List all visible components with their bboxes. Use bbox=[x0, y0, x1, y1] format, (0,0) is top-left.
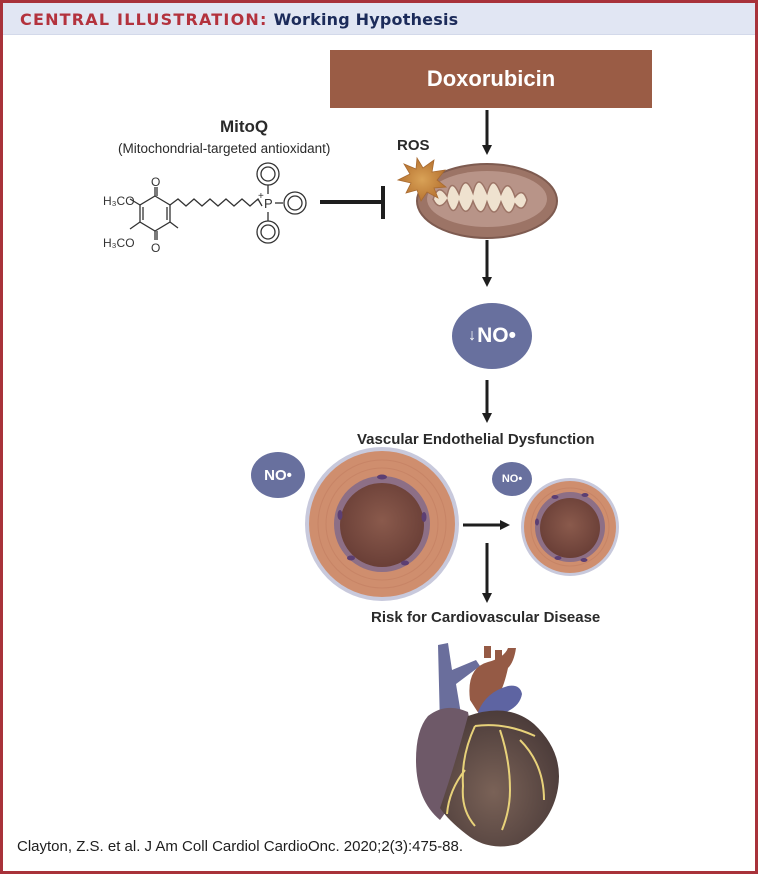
reduced-no-label: NO• bbox=[477, 324, 516, 347]
methoxy-top-label: H₃CO bbox=[103, 194, 135, 208]
down-arrow-icon: ↓ bbox=[468, 327, 477, 344]
illustration-title: Working Hypothesis bbox=[273, 10, 459, 29]
central-illustration-label: CENTRAL ILLUSTRATION: bbox=[20, 10, 268, 29]
mitoq-subtitle: (Mitochondrial-targeted antioxidant) bbox=[118, 141, 331, 156]
inhibition-bar-icon bbox=[320, 186, 385, 219]
methoxy-bottom-label: H₃CO bbox=[103, 236, 135, 250]
positive-charge-label: + bbox=[258, 191, 264, 202]
cvd-risk-label: Risk for Cardiovascular Disease bbox=[371, 609, 601, 626]
mitochondrion-icon bbox=[416, 163, 558, 239]
doxorubicin-label: Doxorubicin bbox=[426, 66, 556, 91]
oxygen-bottom-label: O bbox=[151, 241, 160, 255]
blood-vessel-normal-icon bbox=[305, 447, 459, 601]
header-label: CENTRAL ILLUSTRATION: Working Hypothesis bbox=[20, 10, 458, 29]
reduced-no-indicator: ↓NO• bbox=[452, 303, 532, 369]
ros-burst-icon bbox=[396, 156, 448, 202]
citation: Clayton, Z.S. et al. J Am Coll Cardiol C… bbox=[17, 838, 464, 855]
heart-icon bbox=[416, 643, 559, 847]
no-reduced-label: NO• bbox=[501, 473, 523, 485]
mitoq-title: MitoQ bbox=[220, 117, 269, 136]
header-bar: CENTRAL ILLUSTRATION: Working Hypothesis bbox=[3, 3, 755, 35]
no-reduced-indicator: NO• bbox=[492, 462, 532, 496]
blood-vessel-constricted-icon bbox=[521, 478, 619, 576]
mitoq-molecule-structure bbox=[129, 162, 307, 244]
oxygen-top-label: O bbox=[151, 175, 160, 189]
vascular-dysfunction-label: Vascular Endothelial Dysfunction bbox=[357, 431, 595, 448]
doxorubicin-box: Doxorubicin bbox=[330, 50, 652, 108]
no-normal-indicator: NO• bbox=[251, 452, 305, 498]
phosphorus-label: P bbox=[264, 196, 273, 211]
no-normal-label: NO• bbox=[264, 466, 292, 484]
ros-label: ROS bbox=[397, 137, 430, 154]
